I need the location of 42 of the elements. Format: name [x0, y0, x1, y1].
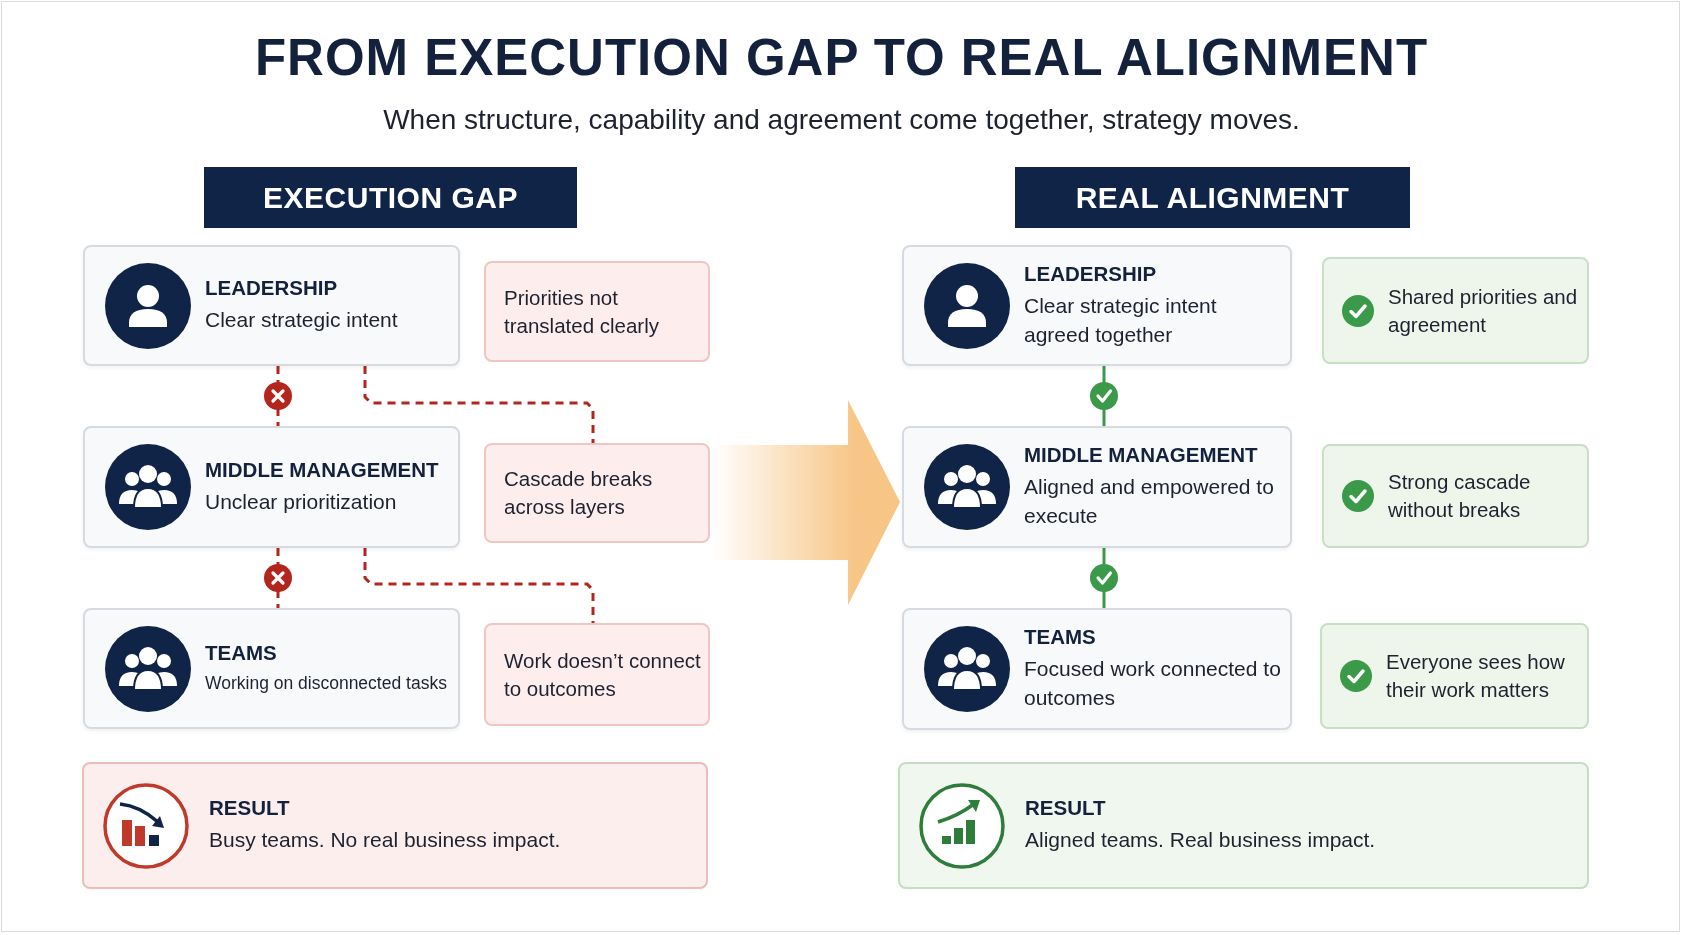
card-text: Shared priorities and agreement [1388, 283, 1579, 338]
level-card [83, 426, 460, 548]
level-card [902, 245, 1292, 366]
dashed-connector [363, 366, 595, 443]
card-text: Cascade breaks across layers [504, 466, 654, 520]
level-heading: LEADERSHIP [205, 276, 339, 300]
level-description: Clear strategic intent agreed together [1024, 292, 1218, 348]
section-header: EXECUTION GAP [204, 167, 577, 228]
level-description: Aligned teams. Real business impact. [1025, 827, 1377, 853]
level-description: Clear strategic intent [205, 307, 399, 333]
outcome-card [1320, 623, 1589, 729]
outcome-card [1322, 444, 1589, 548]
title: FROM EXECUTION GAP TO REAL ALIGNMENT [253, 28, 1430, 87]
subtitle: When structure, capability and agreement come together, strategy moves. [382, 104, 1301, 136]
level-description: Busy teams. No real business impact. [209, 827, 562, 853]
card-text: Priorities not translated clearly [504, 284, 660, 339]
level-heading: MIDDLE MANAGEMENT [205, 457, 440, 482]
level-card [902, 426, 1292, 548]
level-heading: RESULT [1025, 796, 1107, 820]
card-text: Everyone sees how their work matters [1386, 649, 1566, 703]
level-description: Working on disconnected tasks [205, 672, 448, 696]
card-text: Strong cascade without breaks [1388, 469, 1532, 523]
issue-card [484, 623, 710, 726]
issue-card [484, 261, 710, 362]
level-card [83, 608, 460, 729]
level-heading: RESULT [209, 796, 291, 820]
level-description: Focused work connected to outcomes [1024, 656, 1282, 711]
level-card [902, 608, 1292, 730]
level-heading: LEADERSHIP [1024, 261, 1158, 286]
level-heading: TEAMS [1024, 625, 1097, 650]
issue-card [484, 443, 710, 543]
level-description: Unclear prioritization [205, 488, 398, 515]
section-header: REAL ALIGNMENT [1015, 167, 1410, 228]
outcome-card [1322, 257, 1589, 364]
level-description: Aligned and empowered to execute [1024, 474, 1275, 529]
level-card [83, 245, 460, 366]
level-heading: MIDDLE MANAGEMENT [1024, 443, 1259, 468]
card-text: Work doesn’t connect to outcomes [504, 647, 702, 702]
level-heading: TEAMS [205, 641, 278, 666]
dashed-connector [363, 548, 595, 623]
result-card [82, 762, 708, 889]
result-card [898, 762, 1589, 889]
